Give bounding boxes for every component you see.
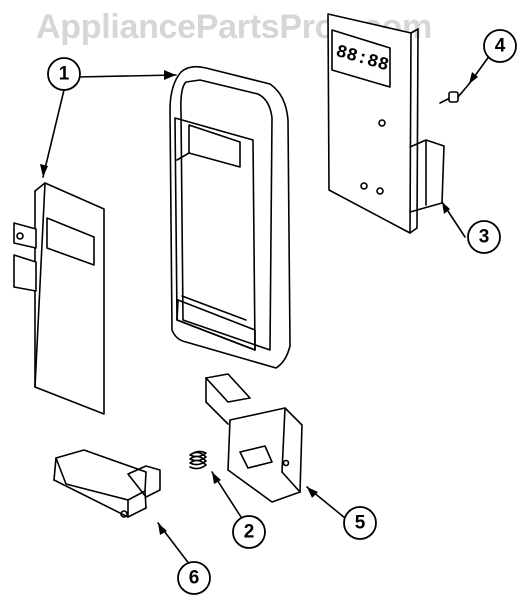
callout-3: 3 — [467, 220, 501, 254]
callout-6: 6 — [177, 561, 211, 595]
callout-2: 2 — [232, 515, 266, 549]
control-panel-overlay — [13, 182, 105, 415]
callout-4-label: 4 — [495, 36, 506, 57]
callout-2-label: 2 — [244, 522, 255, 543]
door-release-button — [53, 449, 161, 518]
screw — [439, 83, 470, 104]
callout-6-label: 6 — [189, 568, 200, 589]
control-bezel — [169, 65, 291, 369]
leader-1-panel — [42, 89, 65, 178]
spring — [189, 450, 207, 470]
callout-1-label: 1 — [59, 64, 70, 85]
callout-1: 1 — [47, 57, 81, 91]
callout-4: 4 — [483, 29, 517, 63]
electronic-control-board — [327, 13, 445, 234]
callout-5-label: 5 — [355, 513, 366, 534]
callout-5: 5 — [343, 506, 377, 540]
leader-1-bezel — [76, 74, 177, 78]
latch-bracket — [205, 373, 303, 503]
callout-3-label: 3 — [479, 227, 490, 248]
